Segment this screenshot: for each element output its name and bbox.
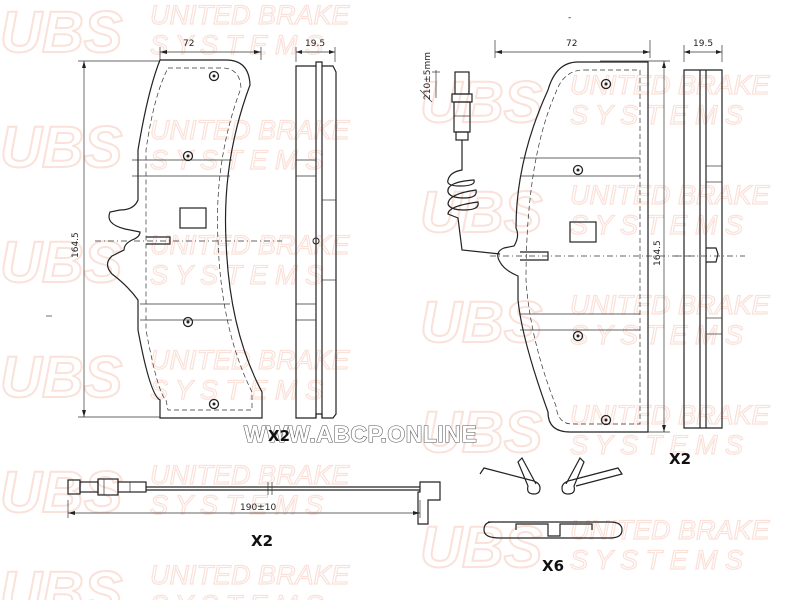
right-height-dim: 164.5 <box>653 240 663 266</box>
watermark-logo: UBS <box>0 460 123 525</box>
watermark-line2: S Y S T E M S <box>570 210 743 240</box>
watermark-line2: S Y S T E M S <box>570 320 743 350</box>
right-pad-quantity: X2 <box>669 450 691 468</box>
watermark-line1: UNITED BRAKE <box>150 230 351 260</box>
left-pad-quantity: X2 <box>268 427 290 445</box>
left-width-dim: 72 <box>183 39 194 49</box>
watermark-logo: UBS <box>0 0 123 65</box>
watermark-logo: UBS <box>0 115 123 180</box>
right-thickness-dim: 19.5 <box>693 39 713 49</box>
watermark-logo: UBS <box>0 560 123 600</box>
left-pad-front-view: 72 164.5 <box>46 39 282 419</box>
watermark-line1: UNITED BRAKE <box>150 460 351 490</box>
watermark-line1: UNITED BRAKE <box>570 290 771 320</box>
watermark-line2: S Y S T E M S <box>150 590 323 600</box>
watermark-logo: UBS <box>420 180 543 245</box>
watermark-line1: UNITED BRAKE <box>570 180 771 210</box>
watermark-logo: UBS <box>420 400 543 465</box>
right-wire-dim: 210±5mm <box>423 52 433 100</box>
watermark-line1: UNITED BRAKE <box>150 0 351 30</box>
watermark-logo: UBS <box>420 290 543 355</box>
watermark-line1: UNITED BRAKE <box>150 115 351 145</box>
watermark-line2: S Y S T E M S <box>570 430 743 460</box>
anti-rattle-clip-bottom <box>483 521 623 539</box>
right-pad-wear-sensor: 210±5mm <box>419 52 501 255</box>
left-thickness-dim: 19.5 <box>305 39 325 49</box>
watermark-line1: UNITED BRAKE <box>570 400 771 430</box>
watermark-line2: S Y S T E M S <box>150 260 323 290</box>
watermark-line1: UNITED BRAKE <box>150 560 351 590</box>
watermark-line1: UNITED BRAKE <box>570 515 771 545</box>
watermark-logo: UBS <box>420 515 543 580</box>
watermark-logo: UBS <box>0 230 123 295</box>
right-pad-side-view: 19.5 <box>675 39 745 429</box>
sensor-quantity: X2 <box>251 532 273 550</box>
watermark-line2: S Y S T E M S <box>570 100 743 130</box>
right-pad-front-view: 72 164.5 <box>490 39 695 433</box>
watermark-logo: UBS <box>420 70 543 135</box>
watermark-logo: UBS <box>0 345 123 410</box>
watermark-line1: UNITED BRAKE <box>570 70 771 100</box>
watermark-line2: S Y S T E M S <box>570 545 743 575</box>
wear-sensor-cable: 190±10 <box>67 478 441 525</box>
left-height-dim: 164.5 <box>71 232 81 258</box>
stray-dash: - <box>568 13 571 23</box>
right-width-dim: 72 <box>566 39 577 49</box>
sensor-length-dim: 190±10 <box>240 503 276 513</box>
watermark-line2: S Y S T E M S <box>150 30 323 60</box>
left-pad-side-view: 19.5 <box>295 39 337 419</box>
watermark-line2: S Y S T E M S <box>150 490 323 520</box>
watermark-line2: S Y S T E M S <box>150 375 323 405</box>
clips-quantity: X6 <box>542 557 564 575</box>
site-label: WWW.ABCP.ONLINE <box>244 421 477 447</box>
watermark-line1: UNITED BRAKE <box>150 345 351 375</box>
anti-rattle-clip-top <box>479 457 623 495</box>
